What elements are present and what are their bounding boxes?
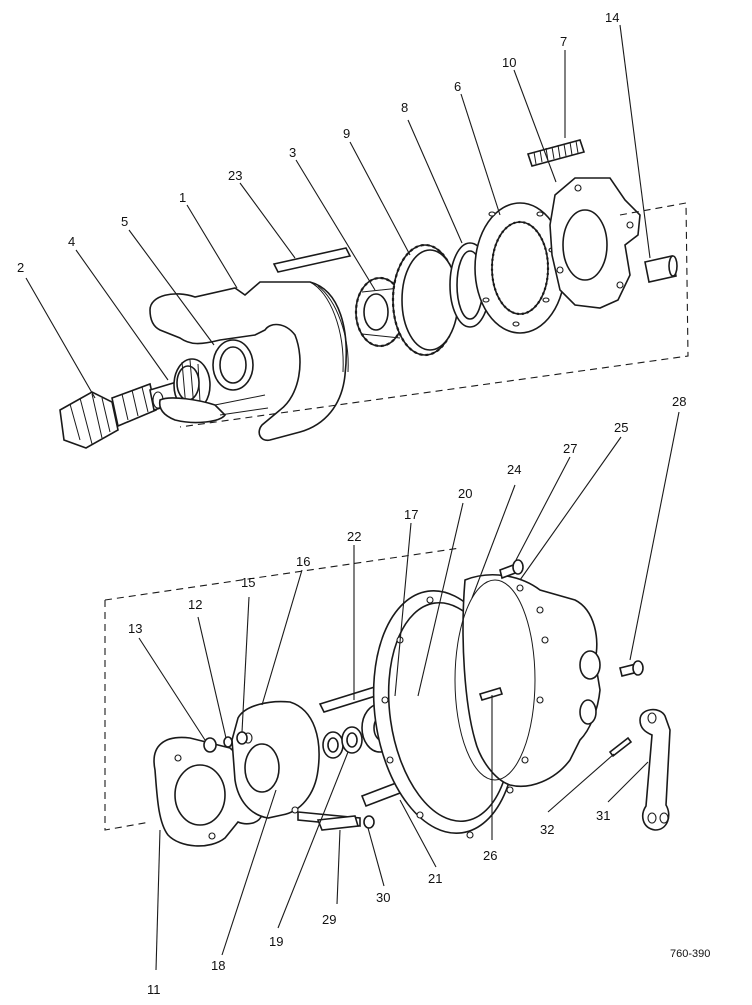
callout-24: 24 [507, 462, 521, 477]
callout-12: 12 [188, 597, 202, 612]
callout-23: 23 [228, 168, 242, 183]
callout-9: 9 [343, 126, 350, 141]
callout-13: 13 [128, 621, 142, 636]
callout-22: 22 [347, 529, 361, 544]
leader-lines [25, 24, 680, 971]
part-15-ring [236, 731, 248, 745]
callout-6: 6 [454, 79, 461, 94]
lower-group-boundary [104, 547, 461, 831]
callout-20: 20 [458, 486, 472, 501]
part-6-ring-gear [474, 202, 566, 334]
part-12-ball [223, 736, 233, 748]
part-25-hub [454, 574, 601, 787]
part-29-bolt [316, 815, 360, 831]
part-27-screw [499, 559, 524, 580]
callout-19: 19 [269, 934, 283, 949]
callout-7: 7 [560, 34, 567, 49]
callout-27: 27 [563, 441, 577, 456]
callout-4: 4 [68, 234, 75, 249]
part-31-link [639, 708, 671, 831]
drawing-number: 760-390 [670, 948, 710, 960]
part-10-carrier [549, 177, 641, 309]
callout-labels: 2 4 5 1 23 3 9 8 6 10 7 14 28 25 27 24 2… [17, 10, 710, 997]
callout-8: 8 [401, 100, 408, 115]
part-7-spring [526, 139, 586, 167]
callout-25: 25 [614, 420, 628, 435]
callout-30: 30 [376, 890, 390, 905]
callout-26: 26 [483, 848, 497, 863]
callout-32: 32 [540, 822, 554, 837]
callout-31: 31 [596, 808, 610, 823]
callout-28: 28 [672, 394, 686, 409]
callout-5: 5 [121, 214, 128, 229]
part-13-ball [203, 737, 217, 753]
callout-1: 1 [179, 190, 186, 205]
part-30-snap-ring [363, 815, 375, 829]
callout-29: 29 [322, 912, 336, 927]
part-16-cover [231, 700, 320, 819]
part-19-washer [322, 726, 363, 759]
callout-11: 11 [147, 982, 161, 997]
part-32-pin [608, 736, 633, 758]
callout-18: 18 [211, 958, 225, 973]
callout-14: 14 [605, 10, 619, 25]
callout-15: 15 [241, 575, 255, 590]
callout-10: 10 [502, 55, 516, 70]
part-9-large-gear [391, 243, 459, 357]
part-1-housing [149, 281, 349, 442]
callout-2: 2 [17, 260, 24, 275]
callout-21: 21 [428, 871, 442, 886]
part-14-bushing [644, 255, 678, 283]
callout-3: 3 [289, 145, 296, 160]
part-28-screw [619, 660, 644, 677]
part-26-pin [478, 687, 504, 701]
part-23-pin [272, 247, 352, 273]
part-5-ring [212, 339, 254, 391]
callout-17: 17 [404, 507, 418, 522]
callout-16: 16 [296, 554, 310, 569]
part-3-small-gear [354, 276, 406, 348]
